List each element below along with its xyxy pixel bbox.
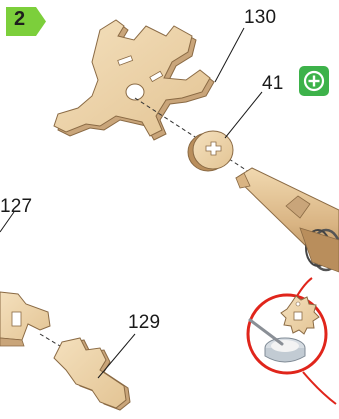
part-129 — [54, 334, 135, 410]
part-label-127: 127 — [0, 196, 32, 218]
step-badge — [6, 7, 46, 36]
part-label-130: 130 — [244, 7, 276, 29]
gear-washer-part-41 — [188, 92, 262, 171]
frame-part-130 — [54, 20, 244, 140]
glue-detail-callout — [248, 278, 336, 404]
step-number: 2 — [14, 8, 25, 31]
plus-in-circle-icon — [299, 66, 329, 96]
part-label-129: 129 — [128, 312, 160, 334]
part-127 — [0, 212, 50, 346]
shaft-assembly — [236, 168, 339, 272]
part-label-41: 41 — [262, 73, 284, 95]
